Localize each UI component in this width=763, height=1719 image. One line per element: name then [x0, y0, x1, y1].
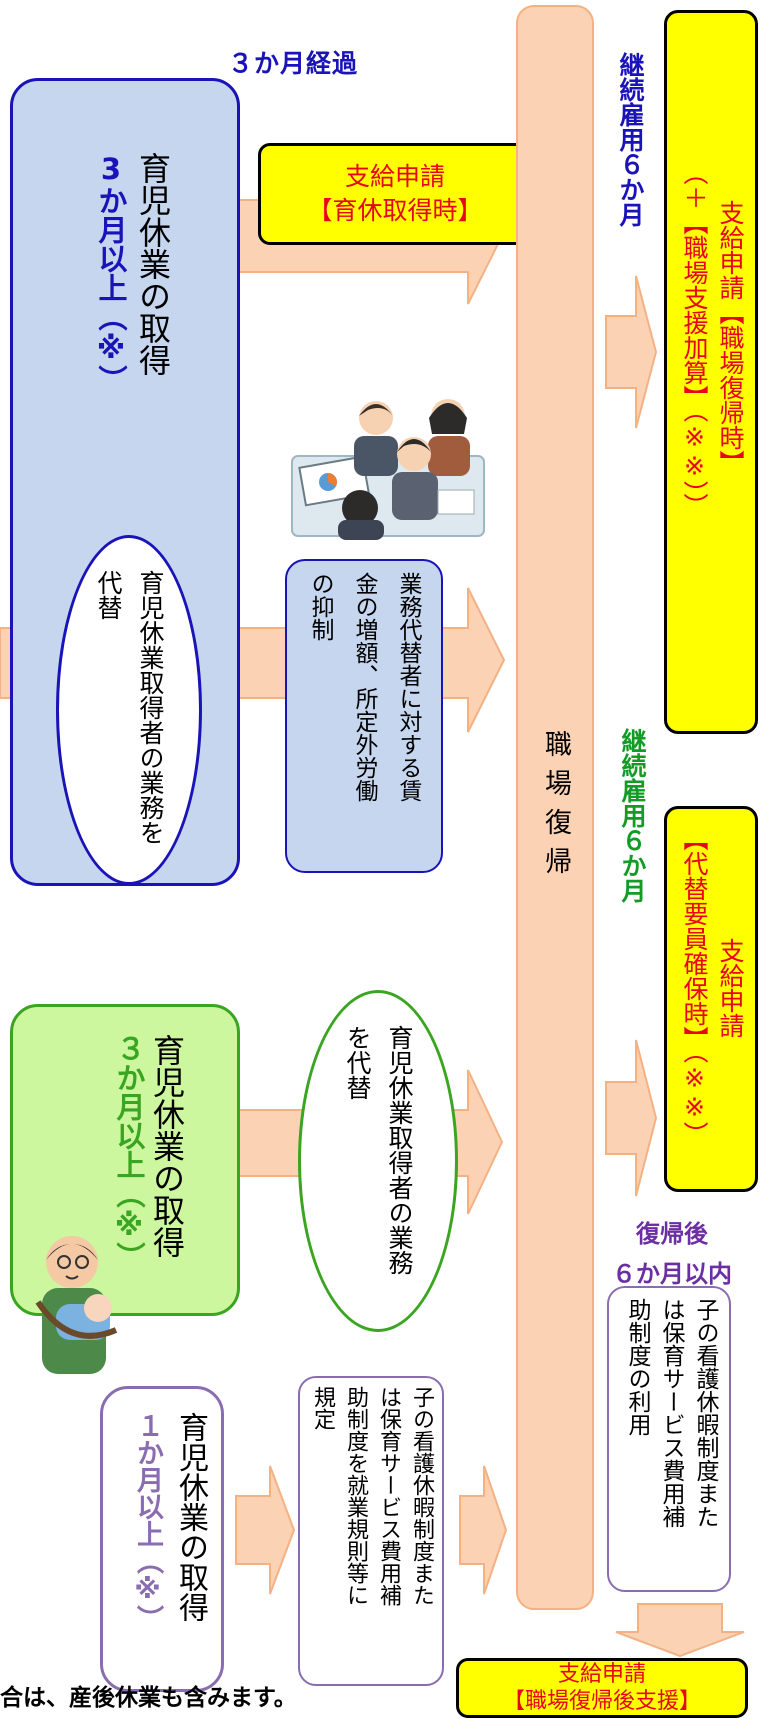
application-replacement-main: 支給申請: [716, 938, 745, 1038]
arrow-right-1: [605, 275, 658, 429]
business-meeting-illustration: [291, 399, 485, 540]
application-after-box: 支給申請 【職場復帰後支援】: [456, 1658, 748, 1718]
after-return-label: 復帰後: [636, 1220, 708, 1248]
usage-line3: 助制度の利用: [624, 1298, 650, 1436]
wage-line2: 金の増額、所定外労働: [351, 572, 377, 802]
workplace-return-label: 職場復帰: [540, 730, 571, 886]
arrow-purple-2: [459, 1465, 508, 1595]
blue-substitute-text: 育児休業取得者の業務を代替: [94, 570, 165, 845]
application-after-line2: 【職場復帰後支援】: [502, 1689, 701, 1714]
application-return-main: 支給申請【職場復帰時】: [716, 200, 745, 475]
application-leave-line2: 【育休取得時】: [307, 196, 483, 225]
purple-leave-box: [100, 1386, 224, 1692]
within-six-months-label: ６か月以内: [612, 1260, 732, 1288]
application-return-sub: （＋【職場支援加算】（※※））: [680, 160, 709, 518]
usage-text: 子の看護休暇制度また は保育サービス費用補 助制度の利用: [620, 1298, 722, 1528]
blue-leave-duration: 3か月以上（※）: [94, 152, 128, 394]
application-replacement-sub: 【代替要員確保時】（※※）: [680, 826, 709, 1147]
application-return-box: [664, 10, 758, 734]
rules-line4: 規定: [310, 1386, 335, 1430]
green-leave-title: 育児休業の取得: [148, 1034, 186, 1258]
application-leave-line1: 支給申請: [344, 162, 445, 191]
three-months-elapsed-label: ３か月経過: [228, 49, 359, 78]
application-after-line1: 支給申請: [557, 1662, 646, 1687]
wage-increase-box: [285, 559, 443, 873]
arrow-down: [615, 1603, 745, 1658]
rules-box: [298, 1376, 444, 1686]
usage-line2: は保育サービス費用補: [658, 1298, 684, 1528]
wage-line3: の抑制: [307, 572, 333, 641]
blue-leave-title: 育児休業の取得: [134, 152, 172, 376]
footnote: 合は、産後休業も含みます。: [0, 1685, 297, 1711]
blue-substitute-oval: 育児休業取得者の業務を代替: [56, 535, 202, 885]
usage-line1: 子の看護休暇制度また: [692, 1298, 718, 1528]
purple-leave-duration: １か月以上（※）: [132, 1412, 163, 1632]
continued-employment-blue: 継続雇用６か月: [616, 52, 645, 227]
application-leave-box: 支給申請 【育休取得時】: [258, 143, 532, 245]
wage-increase-text: 業務代替者に対する賃 金の増額、所定外労働 の抑制: [298, 572, 430, 802]
green-leave-duration: ３か月以上（※）: [112, 1034, 146, 1271]
workplace-return-bar: [516, 5, 594, 1610]
green-substitute-oval: 育児休業取得者の業務を代替: [298, 990, 458, 1332]
purple-leave-title: 育児休業の取得: [173, 1412, 208, 1622]
rules-line1: 子の看護休暇制度また: [409, 1386, 434, 1606]
rules-text: 子の看護休暇制度また は保育サービス費用補 助制度を就業規則等に 規定: [306, 1386, 438, 1606]
continued-employment-green: 継続雇用６か月: [618, 728, 647, 903]
rules-line3: 助制度を就業規則等に: [343, 1386, 368, 1606]
green-substitute-text: 育児休業取得者の業務を代替: [343, 1025, 414, 1275]
arrow-right-2: [605, 1039, 658, 1197]
rules-line2: は保育サービス費用補: [376, 1386, 401, 1606]
father-holding-baby-illustration: [35, 1236, 118, 1374]
application-replacement-box: [664, 806, 758, 1192]
usage-box: [607, 1286, 731, 1592]
wage-line1: 業務代替者に対する賃: [395, 572, 421, 802]
arrow-purple-1: [235, 1465, 296, 1595]
